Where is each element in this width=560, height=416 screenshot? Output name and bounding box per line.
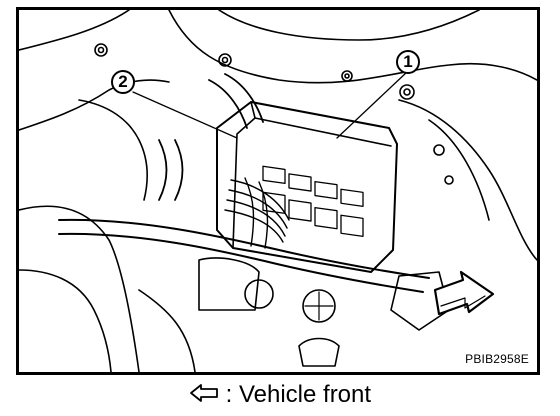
hollow-left-arrow-icon [189,381,219,411]
engine-bay-illustration: 1 2 PBIB2958E [16,7,540,375]
callout-1: 1 [396,50,420,74]
vehicle-front-arrow-icon [433,270,495,316]
legend-text: : Vehicle front [225,381,372,408]
legend: : Vehicle front [0,380,560,411]
line-drawing [19,10,537,372]
callout-2: 2 [111,70,135,94]
figure-code: PBIB2958E [465,352,529,366]
